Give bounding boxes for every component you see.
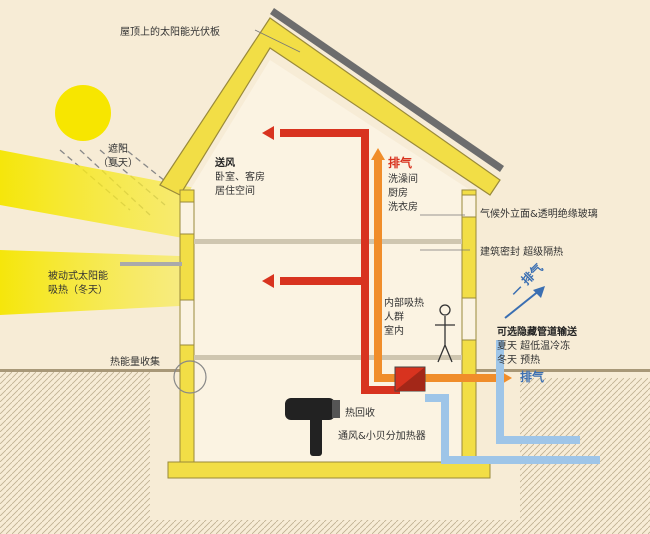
label-facade: 气候外立面&透明绝缘玻璃 (480, 209, 598, 220)
supply-arrow-lower (262, 274, 274, 288)
window-right-lower (461, 297, 477, 341)
label-winter-preheat: 冬天 预热 (497, 355, 541, 366)
label-supply-air: 送风 (215, 158, 235, 169)
hair-dryer-icon (285, 398, 340, 456)
label-exhaust-bath: 洗澡间 (388, 174, 418, 185)
label-exhaust: 排气 (388, 156, 413, 170)
exhaust-arrow-top (371, 148, 385, 160)
label-supply-living: 居住空间 (215, 186, 255, 197)
exhaust-duct (374, 160, 500, 382)
label-internal-heat: 内部吸热 (384, 298, 424, 309)
label-people: 人群 (384, 312, 404, 323)
floor-slab (167, 461, 491, 479)
house-interior (190, 60, 470, 462)
label-airtight: 建筑密封 超级隔热 (480, 247, 564, 258)
person-icon (435, 304, 455, 363)
label-heat-recovery: 热回收 (345, 408, 375, 419)
label-roof-pv: 屋顶上的太阳能光伏板 (120, 27, 220, 38)
label-summer-cool: 夏天 超低温冷冻 (497, 341, 571, 352)
window-right-upper (461, 194, 477, 218)
supply-duct (280, 129, 400, 394)
label-exhaust-laundry: 洗衣房 (388, 202, 418, 213)
heat-collection-marker (173, 360, 207, 394)
floor-middle (194, 355, 462, 360)
ground-area (0, 372, 650, 534)
label-shade-summer: （夏天） (98, 158, 138, 169)
window-left-lower (179, 299, 195, 346)
leader-lines (254, 29, 470, 251)
pv-panel (270, 8, 504, 172)
label-ventilation: 通风&小贝分加热器 (338, 431, 426, 442)
label-exhaust-kitchen: 厨房 (388, 188, 408, 199)
label-indoor: 室内 (384, 326, 404, 337)
label-passive-heat: 吸热（冬天） (48, 285, 108, 296)
window-left-upper (179, 201, 195, 235)
label-supply-rooms: 卧室、客房 (215, 172, 265, 183)
label-passive-solar: 被动式太阳能 (48, 271, 108, 282)
label-shade: 遮阳 (108, 144, 128, 155)
sun-icon (55, 85, 111, 141)
balcony (120, 262, 182, 266)
supply-arrow-upper (262, 126, 274, 140)
floor-upper (194, 239, 462, 244)
label-heat-collect: 热能量收集 (110, 357, 160, 368)
label-exhaust-right: 排气 (520, 370, 545, 384)
label-buried-duct: 可选隐藏管道输送 (497, 327, 577, 338)
fresh-air-duct (425, 340, 600, 464)
